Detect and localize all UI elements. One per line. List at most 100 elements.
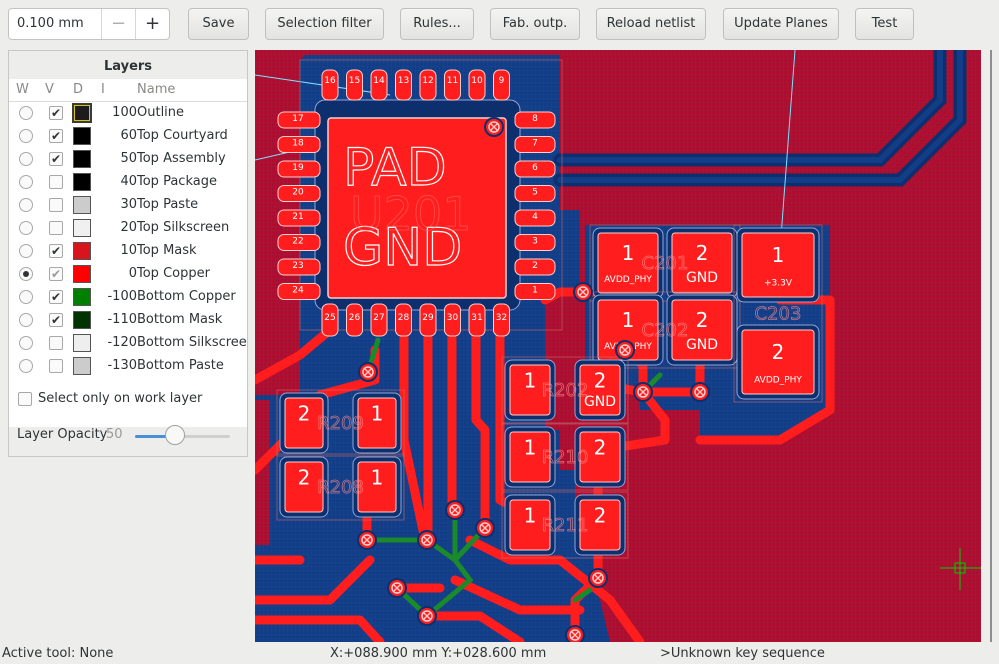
test-button[interactable]: Test xyxy=(855,8,914,40)
work-layer-radio[interactable] xyxy=(19,106,33,120)
fab-output-button[interactable]: Fab. outp. xyxy=(490,8,580,40)
header-name[interactable]: Name xyxy=(137,82,176,97)
layer-visible-checkbox[interactable]: ✔ xyxy=(49,244,63,258)
ic-pin-pad[interactable] xyxy=(444,303,461,337)
ic-pin-pad[interactable] xyxy=(514,209,556,227)
ic-pin-pad[interactable] xyxy=(493,69,510,101)
ic-pin-pad[interactable] xyxy=(395,303,412,337)
via[interactable] xyxy=(615,340,635,360)
work-layer-radio[interactable] xyxy=(19,313,33,327)
component-pad[interactable] xyxy=(597,232,659,294)
ic-pin[interactable]: 3 xyxy=(514,234,556,251)
ic-pin-pad[interactable] xyxy=(468,69,486,101)
ic-pin[interactable]: 21 xyxy=(277,209,321,227)
component-pad[interactable] xyxy=(357,397,397,449)
selection-filter-button[interactable]: Selection filter xyxy=(265,8,384,40)
layer-visible-checkbox[interactable]: ✔ xyxy=(49,267,63,281)
via[interactable] xyxy=(475,518,495,538)
ic-pin[interactable]: 20 xyxy=(277,185,321,202)
via[interactable] xyxy=(633,382,653,402)
component-pad[interactable] xyxy=(741,329,815,395)
ic-pin-pad[interactable] xyxy=(346,69,363,101)
ic-pin[interactable]: 16 xyxy=(321,69,339,101)
ic-pin[interactable]: 11 xyxy=(444,69,461,101)
ic-pin[interactable]: 17 xyxy=(277,111,321,129)
ic-pin-pad[interactable] xyxy=(277,111,321,129)
work-layer-radio[interactable] xyxy=(19,221,33,235)
component-pad[interactable] xyxy=(509,431,551,483)
header-index[interactable]: I xyxy=(101,82,105,97)
work-layer-radio[interactable] xyxy=(19,359,33,373)
ic-pin-pad[interactable] xyxy=(395,69,412,101)
layer-color-swatch[interactable] xyxy=(72,103,92,123)
grid-decrement-button[interactable]: − xyxy=(101,9,135,39)
ic-pin-pad[interactable] xyxy=(514,234,556,251)
via[interactable] xyxy=(387,578,407,598)
layer-visible-checkbox[interactable] xyxy=(49,221,63,235)
header-display[interactable]: D xyxy=(73,82,84,97)
via[interactable] xyxy=(417,606,437,626)
via[interactable] xyxy=(588,568,608,588)
component-pad[interactable] xyxy=(579,364,621,416)
layer-color-swatch[interactable] xyxy=(73,334,91,352)
ic-pin-pad[interactable] xyxy=(514,160,556,178)
ic-pin[interactable]: 13 xyxy=(395,69,412,101)
ic-pin-pad[interactable] xyxy=(514,185,556,202)
header-work[interactable]: W xyxy=(16,82,29,97)
ic-pin-pad[interactable] xyxy=(277,234,321,251)
header-visible[interactable]: V xyxy=(45,82,54,97)
grid-spinbutton[interactable]: 0.100 mm − + xyxy=(8,8,170,40)
ic-pin[interactable]: 12 xyxy=(419,69,437,101)
ic-pin-pad[interactable] xyxy=(514,136,556,153)
ic-pin-pad[interactable] xyxy=(444,69,461,101)
layer-color-swatch[interactable] xyxy=(73,288,91,306)
ic-pin[interactable]: 29 xyxy=(419,303,437,337)
component-pad[interactable] xyxy=(284,397,324,449)
ic-pin[interactable]: 30 xyxy=(444,303,461,337)
update-planes-button[interactable]: Update Planes xyxy=(723,8,839,40)
ic-pin[interactable]: 1 xyxy=(514,283,556,300)
ic-pin-pad[interactable] xyxy=(419,303,437,337)
via[interactable] xyxy=(690,382,710,402)
ic-pin-pad[interactable] xyxy=(277,136,321,153)
ic-pin-pad[interactable] xyxy=(493,303,510,337)
work-layer-radio[interactable] xyxy=(19,175,33,189)
layer-visible-checkbox[interactable]: ✔ xyxy=(49,313,63,327)
layer-color-swatch[interactable] xyxy=(73,196,91,214)
ic-pin-pad[interactable] xyxy=(419,69,437,101)
ic-pin[interactable]: 25 xyxy=(321,303,339,337)
ic-pin[interactable]: 28 xyxy=(395,303,412,337)
component-pad[interactable] xyxy=(671,299,733,361)
ic-pin[interactable]: 18 xyxy=(277,136,321,153)
ic-pin[interactable]: 15 xyxy=(346,69,363,101)
rules-button[interactable]: Rules... xyxy=(400,8,474,40)
ic-thermal-pad[interactable] xyxy=(327,117,507,299)
work-layer-radio[interactable] xyxy=(19,152,33,166)
ic-pin[interactable]: 14 xyxy=(370,69,388,101)
layer-color-swatch[interactable] xyxy=(73,219,91,237)
ic-pin-pad[interactable] xyxy=(277,209,321,227)
ic-pin-pad[interactable] xyxy=(514,258,556,276)
ic-pin-pad[interactable] xyxy=(321,69,339,101)
layer-visible-checkbox[interactable] xyxy=(49,336,63,350)
reload-netlist-button[interactable]: Reload netlist xyxy=(596,8,706,40)
canvas-scrollbar[interactable] xyxy=(990,50,992,642)
ic-pin-pad[interactable] xyxy=(277,258,321,276)
via[interactable] xyxy=(573,282,593,302)
select-only-checkbox[interactable] xyxy=(18,392,32,406)
ic-pin[interactable]: 8 xyxy=(514,111,556,129)
layer-color-swatch[interactable] xyxy=(73,127,91,145)
ic-pin[interactable]: 22 xyxy=(277,234,321,251)
ic-pin-pad[interactable] xyxy=(370,303,388,337)
work-layer-radio[interactable] xyxy=(19,290,33,304)
